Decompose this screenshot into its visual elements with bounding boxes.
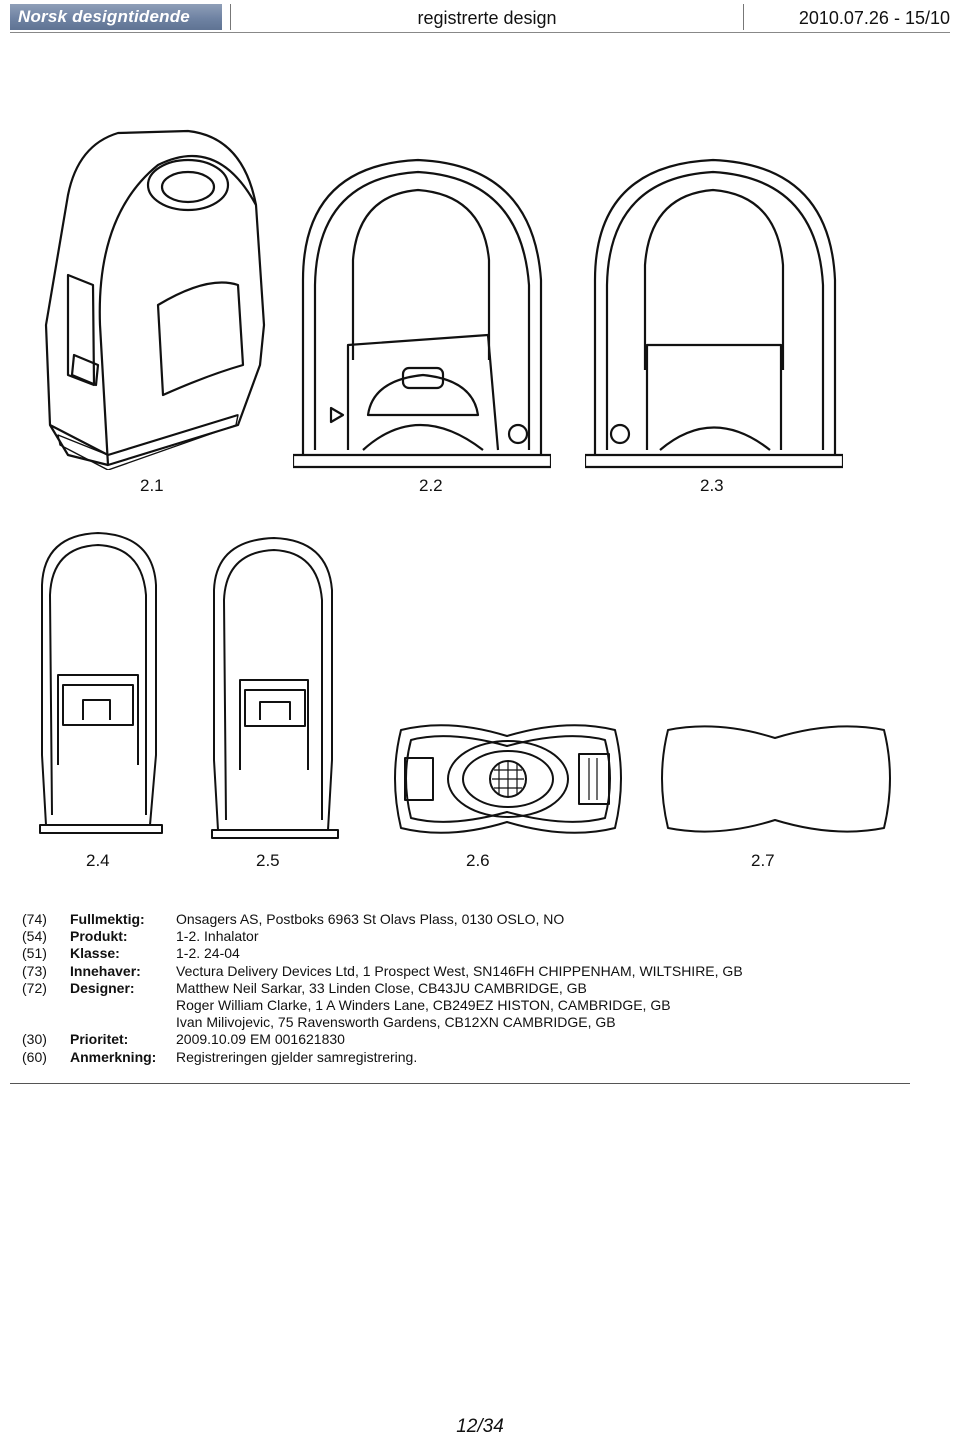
field-label: Produkt: bbox=[70, 928, 128, 945]
field-value: Roger William Clarke, 1 A Winders Lane, … bbox=[176, 996, 671, 1013]
field-value: Onsagers AS, Postboks 6963 St Olavs Plas… bbox=[176, 911, 565, 927]
field-label: Klasse: bbox=[70, 945, 120, 962]
field-code: (60) bbox=[22, 1048, 47, 1065]
record-row-designer-2: Roger William Clarke, 1 A Winders Lane, … bbox=[22, 997, 922, 1014]
field-code: (54) bbox=[22, 928, 47, 945]
field-label: Prioritet: bbox=[70, 1031, 129, 1048]
field-label: Designer: bbox=[70, 979, 135, 996]
record-row-produkt: (54) Produkt: 1-2. Inhalator bbox=[22, 928, 922, 945]
record-row-klasse: (51) Klasse: 1-2. 24-04 bbox=[22, 945, 922, 962]
record-row-innehaver: (73) Innehaver: Vectura Delivery Devices… bbox=[22, 963, 922, 980]
inhaler-rear-view-icon bbox=[585, 150, 843, 470]
record-row-designer: (72) Designer: Matthew Neil Sarkar, 33 L… bbox=[22, 980, 922, 997]
record-row-designer-3: Ivan Milivojevic, 75 Ravensworth Gardens… bbox=[22, 1014, 922, 1031]
field-value: 1-2. Inhalator bbox=[176, 928, 259, 945]
inhaler-perspective-view-icon bbox=[38, 125, 270, 470]
figure-label: 2.5 bbox=[256, 851, 280, 870]
figure-label: 2.7 bbox=[751, 851, 775, 870]
field-label: Anmerkning: bbox=[70, 1048, 157, 1065]
record-row-anmerkning: (60) Anmerkning: Registreringen gjelder … bbox=[22, 1049, 922, 1066]
record-divider bbox=[10, 1083, 910, 1084]
figure-label: 2.4 bbox=[86, 851, 110, 870]
field-code: (73) bbox=[22, 962, 47, 979]
field-value: 1-2. 24-04 bbox=[176, 945, 240, 962]
field-code: (30) bbox=[22, 1031, 47, 1048]
figure-label: 2.2 bbox=[419, 476, 443, 495]
inhaler-side-view-opposite-icon bbox=[210, 530, 340, 840]
field-label: Innehaver: bbox=[70, 962, 141, 979]
record-row-prioritet: (30) Prioritet: 2009.10.09 EM 001621830 bbox=[22, 1031, 922, 1048]
field-code: (72) bbox=[22, 979, 47, 996]
figure-label: 2.1 bbox=[140, 476, 164, 495]
field-value: Matthew Neil Sarkar, 33 Linden Close, CB… bbox=[176, 979, 587, 996]
publication-logo: Norsk designtidende bbox=[10, 4, 222, 30]
inhaler-bottom-view-icon bbox=[654, 718, 897, 840]
record-row-fullmektig: (74) Fullmektig: Onsagers AS, Postboks 6… bbox=[22, 911, 922, 928]
field-code: (51) bbox=[22, 945, 47, 962]
figure-label: 2.6 bbox=[466, 851, 490, 870]
page-number: 12/34 bbox=[456, 1416, 504, 1437]
figure-label: 2.3 bbox=[700, 476, 724, 495]
issue-date: 2010.07.26 - 15/10 bbox=[798, 8, 950, 28]
inhaler-front-view-icon bbox=[293, 150, 551, 470]
header-divider bbox=[10, 32, 950, 33]
field-label: Fullmektig: bbox=[70, 911, 145, 927]
field-code: (74) bbox=[22, 911, 47, 927]
field-value: 2009.10.09 EM 001621830 bbox=[176, 1031, 345, 1048]
field-value: Vectura Delivery Devices Ltd, 1 Prospect… bbox=[176, 962, 743, 979]
section-title: registrerte design bbox=[230, 4, 744, 30]
inhaler-top-view-icon bbox=[389, 718, 627, 840]
registration-record: (74) Fullmektig: Onsagers AS, Postboks 6… bbox=[22, 911, 922, 1066]
inhaler-side-view-icon bbox=[38, 525, 168, 835]
field-value: Registreringen gjelder samregistrering. bbox=[176, 1048, 418, 1065]
page-header: Norsk designtidende registrerte design 2… bbox=[10, 4, 950, 33]
field-value: Ivan Milivojevic, 75 Ravensworth Gardens… bbox=[176, 1014, 616, 1031]
